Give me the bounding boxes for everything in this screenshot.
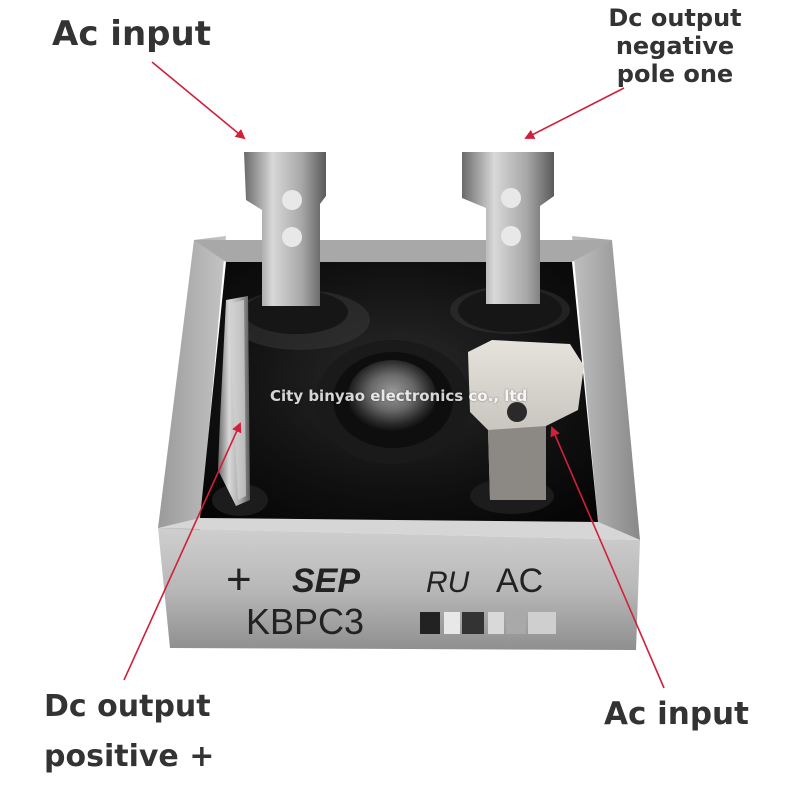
housing-back-rim (194, 240, 612, 262)
censor-block (488, 612, 504, 634)
censor-block (462, 612, 484, 634)
watermark-text: City binyao electronics co., ltd (270, 387, 528, 405)
label-dc-positive-line2: positive + (44, 739, 215, 774)
censor-block (444, 612, 460, 634)
label-ac-input-top: Ac input (52, 14, 211, 54)
label-ac-input-bottom: Ac input (604, 696, 749, 732)
arrow-dc-negative (524, 87, 625, 139)
label-dc-positive: Dc output positive + (44, 682, 214, 782)
label-dc-negative-line3: pole one (616, 60, 734, 88)
pin-ac-bottom-right (468, 340, 584, 500)
mounting-hole (348, 360, 436, 432)
plus-symbol: + (226, 555, 252, 604)
housing-left (158, 236, 226, 530)
label-dc-negative: Dc output negative pole one (604, 4, 746, 88)
brand-mark: SEP (292, 562, 360, 600)
censor-block (506, 612, 526, 634)
arrow-ac-bottom-right (550, 426, 665, 689)
label-dc-positive-line1: Dc output (44, 689, 211, 724)
censor-block (420, 612, 440, 634)
ac-mark: AC (496, 562, 543, 600)
front-markings: + SEP RU AC KBPC3 (226, 555, 556, 642)
arrow-dc-positive (123, 422, 242, 681)
censor-block (528, 612, 556, 634)
label-dc-negative-line2: negative (615, 32, 735, 60)
part-number: KBPC3 (246, 601, 364, 642)
pin-dc-negative (462, 152, 554, 304)
arrow-ac-top-left (151, 61, 246, 140)
pin-ac-top-left (244, 152, 326, 306)
cert-mark: RU (426, 566, 470, 599)
label-dc-negative-line1: Dc output (608, 4, 742, 32)
housing-right (572, 236, 640, 540)
housing-front-rim (158, 518, 640, 540)
